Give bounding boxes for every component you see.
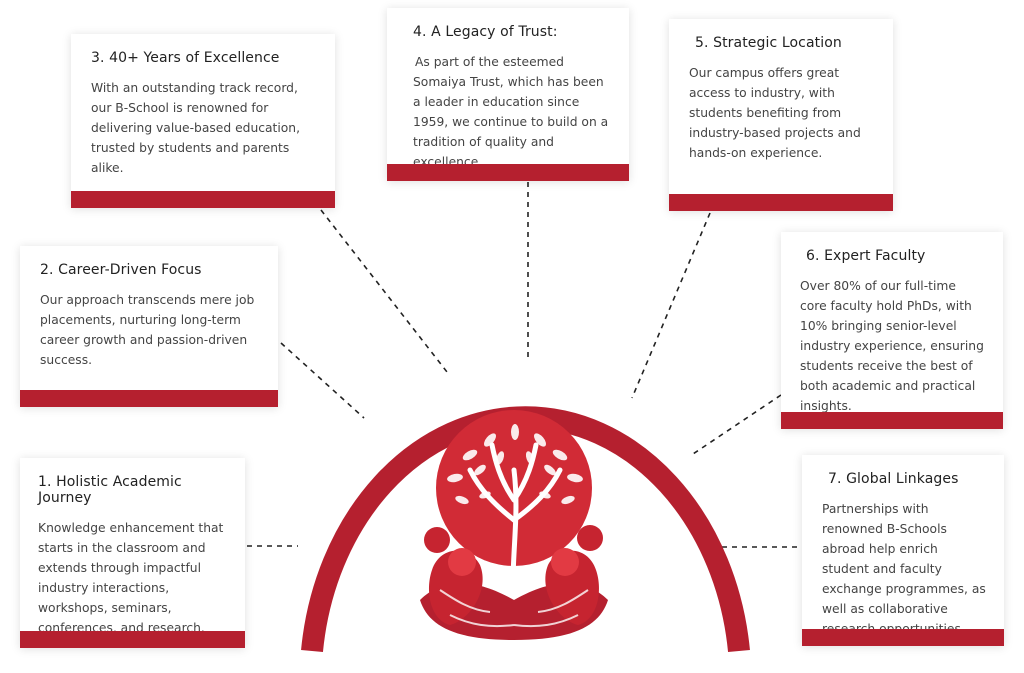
card-global-linkages: 7. Global Linkages Partnerships with ren…: [802, 455, 1004, 646]
card-expert-faculty: 6. Expert Faculty Over 80% of our full-t…: [781, 232, 1003, 429]
card-body: Our approach transcends mere job placeme…: [40, 293, 255, 367]
card-body: Partnerships with renowned B-Schools abr…: [822, 502, 986, 636]
connector-career: [280, 342, 365, 419]
card-title: 6. Expert Faculty: [806, 248, 926, 264]
card-40-years-of-excellence: 3. 40+ Years of Excellence With an outst…: [71, 34, 335, 208]
connector-faculty: [689, 394, 782, 457]
card-title: 4. A Legacy of Trust:: [413, 24, 558, 40]
card-title: 2. Career-Driven Focus: [40, 262, 202, 278]
tree-icon: [420, 410, 608, 640]
card-title: 5. Strategic Location: [695, 35, 842, 51]
card-title: 1. Holistic Academic Journey: [38, 474, 182, 506]
card-accent-bar: [802, 629, 1004, 646]
card-accent-bar: [71, 191, 335, 208]
card-title: 7. Global Linkages: [828, 471, 959, 487]
card-career-driven-focus: 2. Career-Driven Focus Our approach tran…: [20, 246, 278, 407]
card-strategic-location: 5. Strategic Location Our campus offers …: [669, 19, 893, 211]
connector-location: [631, 212, 711, 399]
connector-years: [320, 209, 448, 373]
card-legacy-of-trust: 4. A Legacy of Trust: As part of the est…: [387, 8, 629, 181]
card-accent-bar: [669, 194, 893, 211]
card-title: 3. 40+ Years of Excellence: [91, 50, 280, 66]
card-body: Over 80% of our full-time core faculty h…: [800, 279, 984, 413]
card-accent-bar: [781, 412, 1003, 429]
card-accent-bar: [20, 390, 278, 407]
card-accent-bar: [20, 631, 245, 648]
card-accent-bar: [387, 164, 629, 181]
card-body: As part of the esteemed Somaiya Trust, w…: [413, 55, 609, 169]
card-body: Knowledge enhancement that starts in the…: [38, 521, 224, 635]
card-body: With an outstanding track record, our B-…: [91, 81, 301, 175]
card-holistic-academic-journey: 1. Holistic Academic Journey Knowledge e…: [20, 458, 245, 648]
card-body: Our campus offers great access to indust…: [689, 66, 861, 160]
